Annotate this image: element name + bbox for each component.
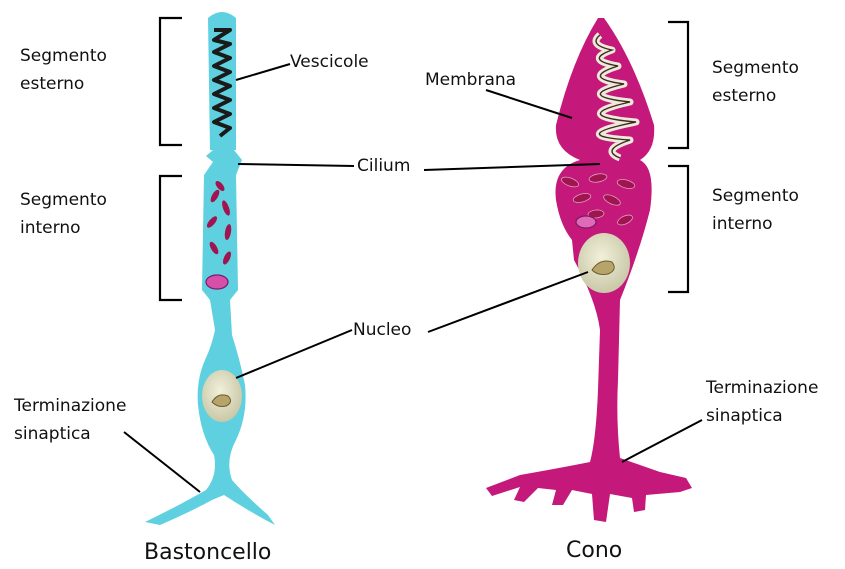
rod-cell [145, 12, 275, 525]
rod-inner-bracket [160, 176, 182, 300]
cone-cell [486, 18, 692, 522]
vesicles-leader [236, 64, 290, 80]
rod-terminal-label: Terminazione sinaptica [14, 392, 126, 448]
nucleus-label: Nucleo [353, 316, 411, 344]
cone-outer-segment-label: Segmento esterno [712, 54, 799, 110]
rod-inner-segment-label: Segmento interno [20, 186, 107, 242]
rod-outer-segment-label: Segmento esterno [20, 42, 107, 98]
rod-title: Bastoncello [144, 540, 271, 565]
rod-terminal-leader [124, 432, 200, 492]
membrane-leader [486, 90, 572, 118]
cilium-leader-rod [238, 164, 354, 166]
cilium-label: Cilium [357, 152, 410, 180]
cone-golgi [576, 216, 596, 228]
cone-inner-segment-label: Segmento interno [712, 182, 799, 238]
cone-terminal-leader [622, 420, 702, 462]
cone-outer-bracket [668, 22, 688, 148]
membrane-label: Membrana [425, 66, 516, 94]
rod-outer-bracket [160, 18, 182, 145]
cone-terminal-label: Terminazione sinaptica [706, 374, 818, 430]
vesicles-label: Vescicole [290, 48, 369, 76]
cone-inner-bracket [668, 166, 688, 292]
rod-golgi [206, 275, 228, 289]
rod-inner-segment [145, 150, 275, 525]
nucleus-leader-rod [236, 330, 352, 378]
cone-title: Cono [566, 538, 622, 563]
nucleus-leader-cone [428, 272, 588, 332]
